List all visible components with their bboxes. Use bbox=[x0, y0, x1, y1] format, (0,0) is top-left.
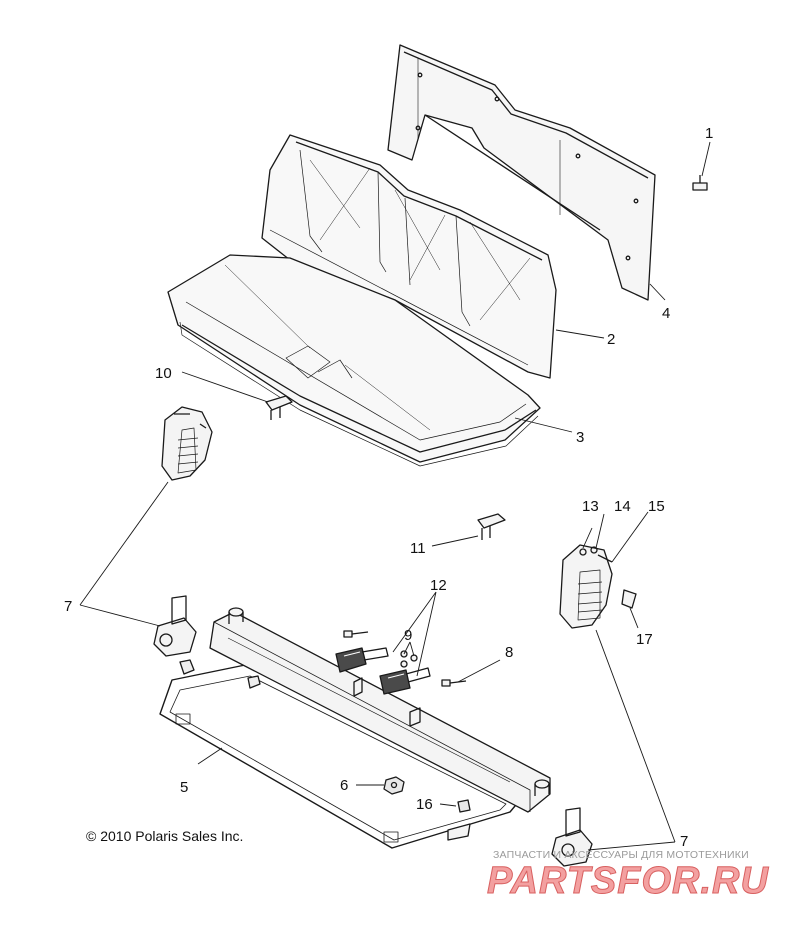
callout-14: 14 bbox=[614, 498, 631, 515]
bolt-8 bbox=[441, 679, 467, 687]
callout-6: 6 bbox=[340, 777, 348, 794]
belt-buckle-12b bbox=[379, 667, 431, 695]
leader-lines bbox=[79, 141, 711, 851]
callout-15: 15 bbox=[648, 498, 665, 515]
callout-12: 12 bbox=[430, 577, 447, 594]
belt-buckle-12a bbox=[335, 647, 389, 673]
callout-labels: 1 4 2 3 10 11 12 9 8 7 13 14 15 17 5 6 1… bbox=[64, 125, 713, 850]
nut-6 bbox=[383, 776, 405, 795]
callout-8: 8 bbox=[505, 644, 513, 661]
washers-9 bbox=[400, 650, 418, 668]
screw-1 bbox=[692, 175, 708, 191]
callout-5: 5 bbox=[180, 779, 188, 796]
callout-11: 11 bbox=[410, 540, 426, 557]
callout-1: 1 bbox=[705, 125, 713, 142]
watermark-tagline: ЗАПЧАСТИ И АКСЕССУАРЫ ДЛЯ МОТОТЕХНИКИ bbox=[493, 849, 749, 861]
seat-back-panel bbox=[387, 44, 656, 301]
seat-belt-retractor-left bbox=[161, 406, 213, 481]
seat-belt-buckle-right bbox=[551, 807, 593, 867]
callout-7-right: 7 bbox=[680, 833, 688, 850]
callout-7-left: 7 bbox=[64, 598, 72, 615]
bolt-upper bbox=[343, 630, 369, 638]
callout-17: 17 bbox=[636, 631, 653, 648]
callout-3: 3 bbox=[576, 429, 584, 446]
callout-9: 9 bbox=[404, 627, 412, 644]
callout-4: 4 bbox=[662, 305, 670, 322]
seat-mount-rail bbox=[209, 607, 551, 813]
seat-back-cushion bbox=[261, 134, 557, 379]
seat-belt-buckle-left bbox=[153, 595, 197, 675]
clip-11 bbox=[477, 513, 506, 540]
clip-10 bbox=[265, 395, 293, 420]
spacer-16 bbox=[457, 799, 471, 813]
callout-2: 2 bbox=[607, 331, 615, 348]
callout-10: 10 bbox=[155, 365, 172, 382]
seat-belt-retractor-right bbox=[559, 544, 637, 629]
seat-bottom-cushion bbox=[167, 254, 541, 467]
callout-13: 13 bbox=[582, 498, 599, 515]
copyright-notice: © 2010 Polaris Sales Inc. bbox=[86, 828, 244, 844]
watermark-logo: PARTSFOR.RU bbox=[487, 860, 769, 903]
callout-16: 16 bbox=[416, 796, 433, 813]
